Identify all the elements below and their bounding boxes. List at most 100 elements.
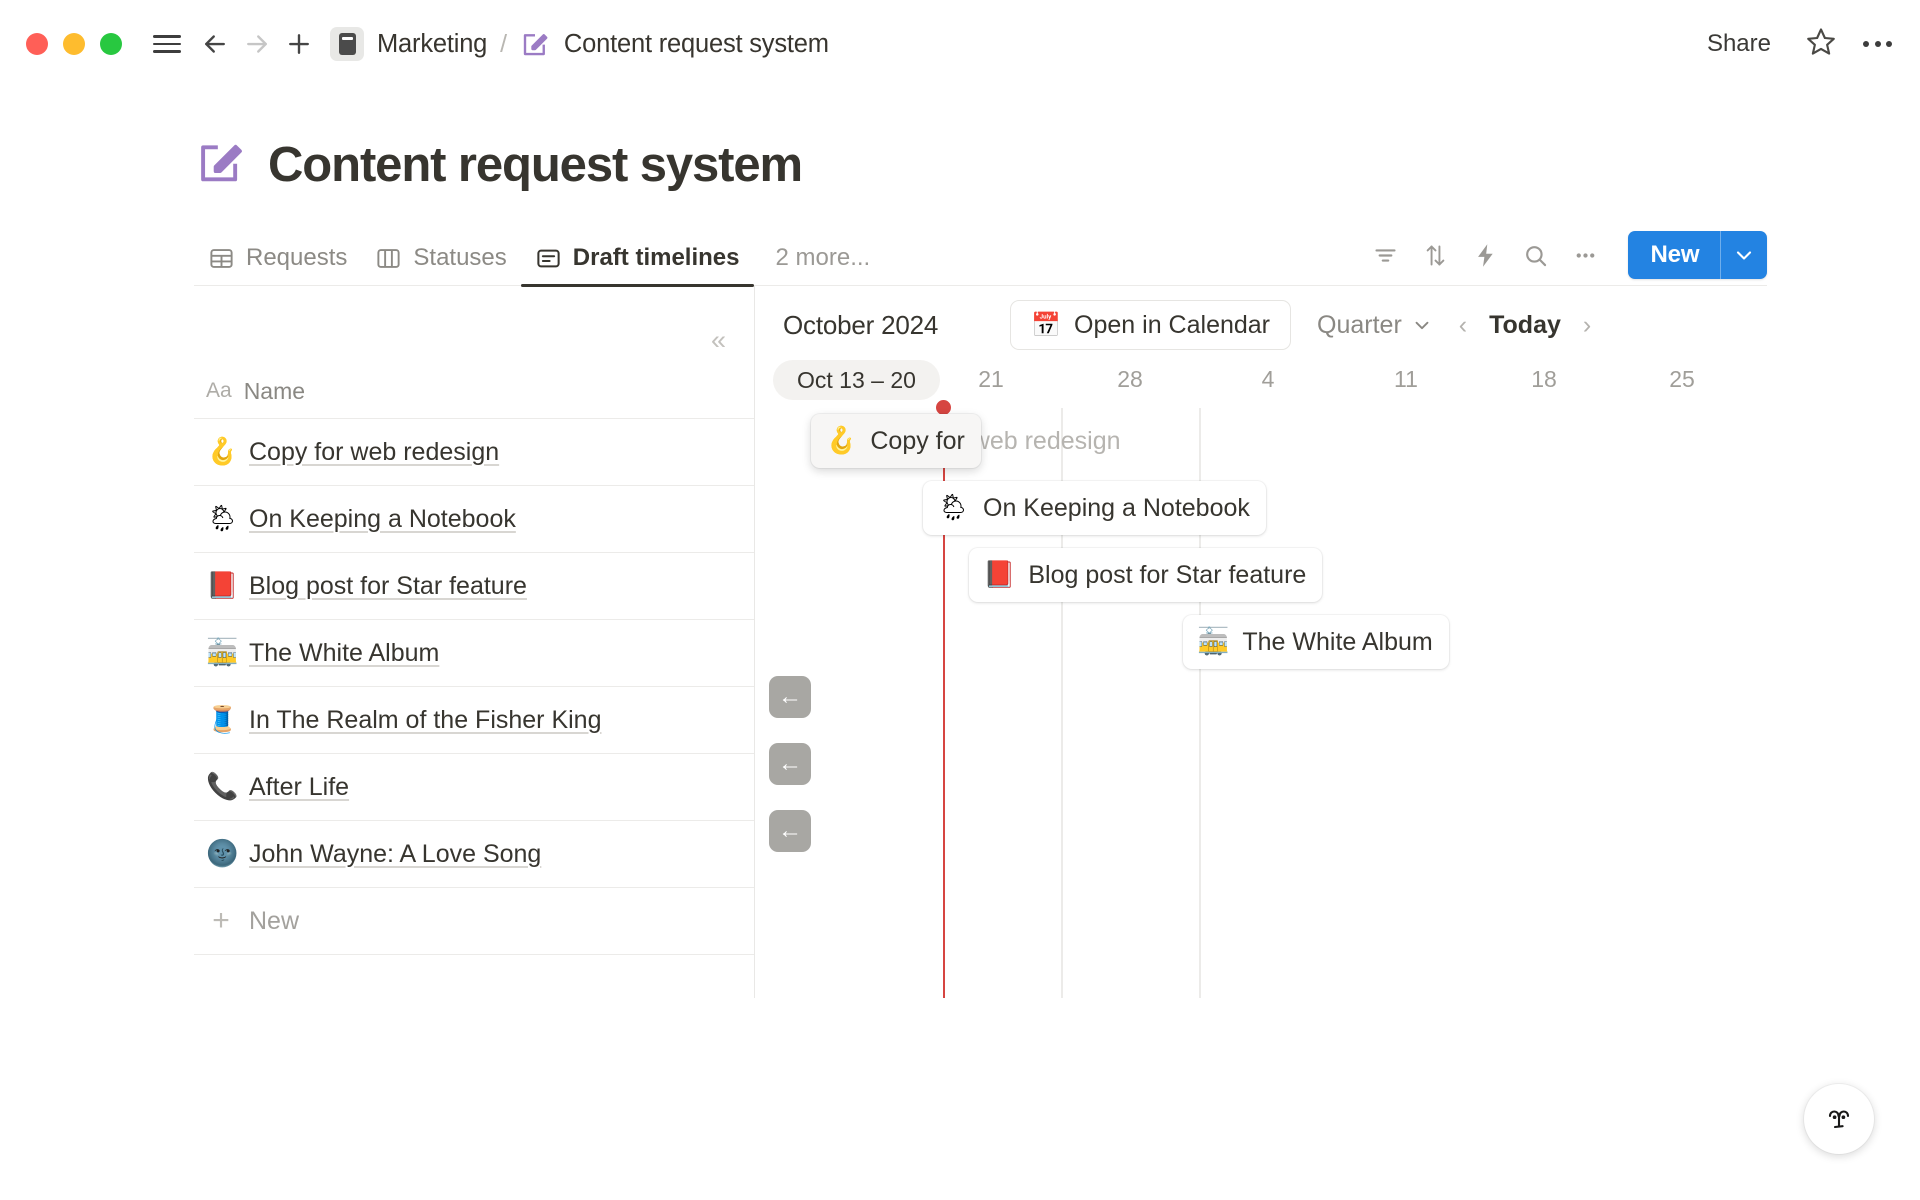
close-window-button[interactable]: [26, 33, 48, 55]
view-tab-bar: Requests Statuses Draft timelines 2 more…: [194, 229, 1767, 287]
scroll-to-item-button[interactable]: ←: [769, 743, 811, 785]
tab-requests[interactable]: Requests: [194, 244, 361, 285]
list-item-label[interactable]: John Wayne: A Love Song: [249, 839, 542, 868]
search-button[interactable]: [1512, 232, 1558, 278]
tab-more-views-button[interactable]: 2 more...: [775, 244, 871, 271]
add-new-row-button[interactable]: +New: [194, 888, 754, 955]
timeline-lane: 🪝 Copy for web redesign 🪝 Copy for: [755, 408, 1920, 475]
favorite-button[interactable]: [1805, 26, 1837, 63]
page-header: Content request system: [0, 88, 1920, 193]
view-toolbar: New: [1362, 231, 1767, 285]
tab-draft-timelines[interactable]: Draft timelines: [520, 244, 754, 287]
view-tabs: Requests Statuses Draft timelines 2 more…: [194, 244, 884, 287]
timeline-lane: 📕 Blog post for Star feature: [755, 542, 1920, 609]
notion-ai-face-icon: [1828, 1110, 1850, 1129]
column-header-name[interactable]: Aa Name: [194, 364, 754, 418]
column-header-label: Name: [243, 377, 306, 404]
timeline-zoom-value: Quarter: [1317, 310, 1402, 339]
back-button[interactable]: [194, 23, 236, 65]
tab-statuses[interactable]: Statuses: [361, 244, 520, 285]
list-item[interactable]: 📞After Life: [194, 754, 754, 821]
tab-label: Draft timelines: [572, 244, 740, 271]
timeline-bar-label: Copy for: [870, 426, 965, 455]
today-marker-dot: [936, 400, 951, 415]
list-item[interactable]: 🌚John Wayne: A Love Song: [194, 821, 754, 888]
timeline-next-button[interactable]: ›: [1582, 310, 1592, 339]
sort-button[interactable]: [1412, 232, 1458, 278]
collapse-panel-button[interactable]: «: [710, 325, 726, 355]
share-button[interactable]: Share: [1706, 30, 1771, 57]
breadcrumb-workspace[interactable]: Marketing: [377, 29, 488, 58]
new-button-dropdown[interactable]: [1721, 231, 1767, 279]
plus-icon: [289, 34, 309, 54]
page-title-icon[interactable]: [194, 136, 246, 193]
tab-label: Statuses: [413, 244, 507, 271]
timeline-zoom-select[interactable]: Quarter: [1317, 311, 1433, 340]
list-item-label[interactable]: On Keeping a Notebook: [249, 504, 516, 533]
more-icon: [1576, 252, 1595, 258]
closed-book-emoji: 📕: [983, 560, 1016, 590]
timeline-bar[interactable]: 📕 Blog post for Star feature: [969, 548, 1323, 602]
list-item[interactable]: 🪝 Copy for web redesign: [194, 419, 754, 486]
tram-car-emoji: 🚋: [206, 638, 239, 668]
sun-behind-rain-cloud-emoji: 🌦: [937, 493, 971, 523]
timeline-lane: 🚋 The White Album: [755, 609, 1920, 676]
list-item[interactable]: 📕 Blog post for Star feature: [194, 553, 754, 620]
timeline-board: « Aa Name 🪝Copy for web redesign 🌦On Kee…: [194, 286, 1920, 998]
new-button[interactable]: New: [1650, 241, 1700, 268]
table-icon: [210, 248, 233, 268]
automation-button[interactable]: [1462, 232, 1508, 278]
today-marker-line: [943, 406, 946, 998]
breadcrumb-page[interactable]: Content request system: [563, 29, 829, 58]
page-title[interactable]: Content request system: [268, 137, 803, 192]
current-week-pill: Oct 13 – 20: [773, 360, 940, 400]
filter-button[interactable]: [1362, 232, 1408, 278]
sidebar-toggle-button[interactable]: [146, 23, 188, 65]
list-item-label[interactable]: Copy for web redesign: [249, 437, 500, 466]
list-item[interactable]: 🚋 The White Album: [194, 620, 754, 687]
forward-button[interactable]: [236, 23, 278, 65]
list-item[interactable]: 🌦On Keeping a Notebook: [194, 486, 754, 553]
name-rows: 🪝 Copy for web redesign 🌦On Keeping a Not…: [194, 418, 754, 955]
view-more-button[interactable]: [1562, 232, 1608, 278]
minimize-window-button[interactable]: [63, 33, 85, 55]
timeline-today-button[interactable]: Today: [1489, 310, 1561, 339]
ruler-tick: 21: [978, 366, 1004, 392]
chevron-down-icon: [1736, 251, 1752, 260]
timeline-prev-button[interactable]: ‹: [1458, 310, 1468, 339]
timeline-bar-label: The White Album: [1242, 627, 1433, 656]
scroll-to-item-button[interactable]: ←: [769, 810, 811, 852]
page-more-menu-button[interactable]: [1863, 41, 1892, 47]
list-item-label[interactable]: After Life: [249, 772, 350, 801]
hook-emoji: 🪝: [825, 426, 858, 456]
hook-emoji: 🪝: [206, 437, 239, 467]
open-in-calendar-button[interactable]: 📅 Open in Calendar: [1010, 300, 1292, 350]
timeline-nav: ‹ Today ›: [1453, 309, 1597, 342]
scroll-to-item-button[interactable]: ←: [769, 676, 811, 718]
list-item[interactable]: 🧵In The Realm of the Fisher King: [194, 687, 754, 754]
timeline-left-panel: « Aa Name 🪝 Copy for web redesign 🌦On Kee…: [194, 286, 755, 998]
timeline-bar-dragging[interactable]: 🪝 Copy for: [811, 414, 981, 468]
book-icon: [338, 33, 356, 55]
breadcrumb-separator: /: [500, 29, 507, 58]
ruler-tick: 11: [1394, 366, 1418, 392]
new-page-button[interactable]: [278, 23, 320, 65]
timeline-month-label: October 2024: [783, 309, 939, 340]
notion-ai-button[interactable]: [1804, 1084, 1874, 1154]
workspace-icon[interactable]: [330, 27, 364, 61]
list-item-label[interactable]: Blog post for Star feature: [249, 571, 527, 600]
arrow-left-icon: [205, 35, 225, 53]
calendar-17-icon: 📅: [1031, 311, 1062, 339]
timeline-bar[interactable]: 🚋 The White Album: [1183, 615, 1449, 669]
maximize-window-button[interactable]: [100, 33, 122, 55]
grid-line: [1061, 408, 1063, 998]
timeline-bar-label: Blog post for Star feature: [1028, 560, 1307, 589]
new-row-label: New: [249, 906, 300, 935]
text-type-icon: Aa: [206, 379, 232, 402]
timeline-lane: ←: [755, 743, 1920, 810]
timeline-bar[interactable]: 🌦 On Keeping a Notebook: [923, 481, 1266, 535]
list-item-label[interactable]: In The Realm of the Fisher King: [249, 705, 602, 734]
ruler-tick: 18: [1531, 366, 1557, 392]
closed-book-emoji: 📕: [206, 571, 239, 601]
list-item-label[interactable]: The White Album: [249, 638, 440, 667]
